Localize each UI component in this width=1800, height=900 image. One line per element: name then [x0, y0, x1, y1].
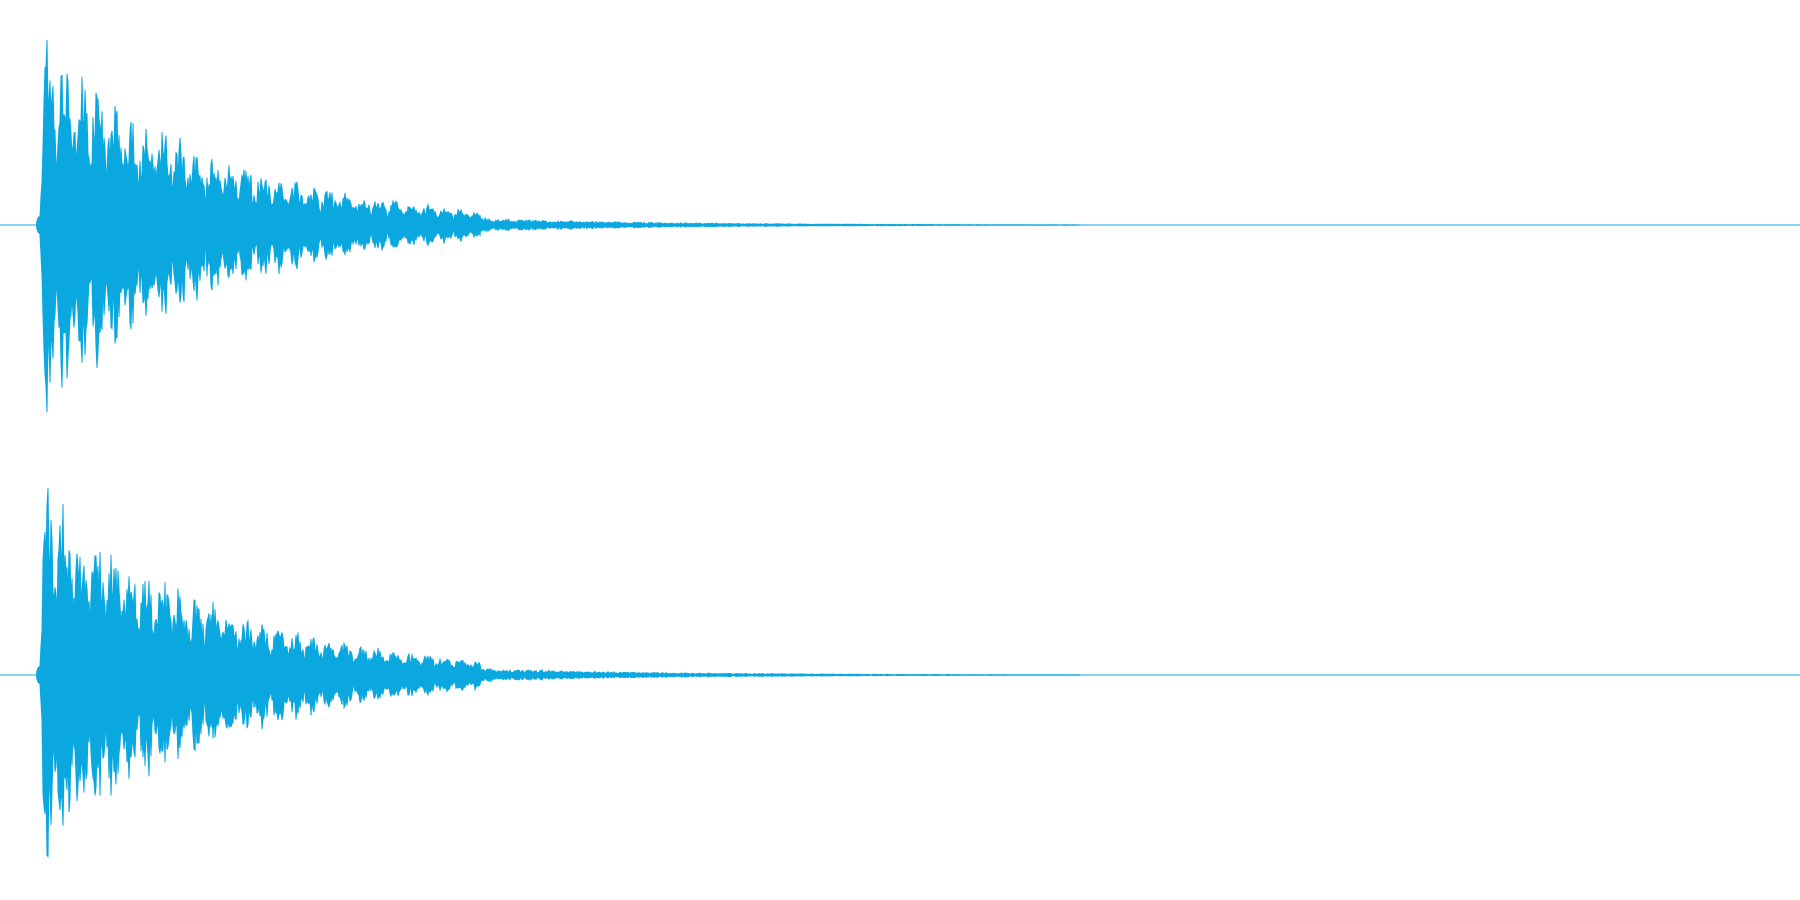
waveform-onset-marker [36, 666, 44, 684]
waveform-channel-1[interactable] [0, 39, 1800, 413]
waveform-channel-2[interactable] [0, 487, 1800, 858]
waveform-onset-marker [36, 216, 44, 234]
waveform-trace-channel-1 [39, 39, 1081, 413]
waveform-trace-channel-2 [39, 487, 1081, 858]
